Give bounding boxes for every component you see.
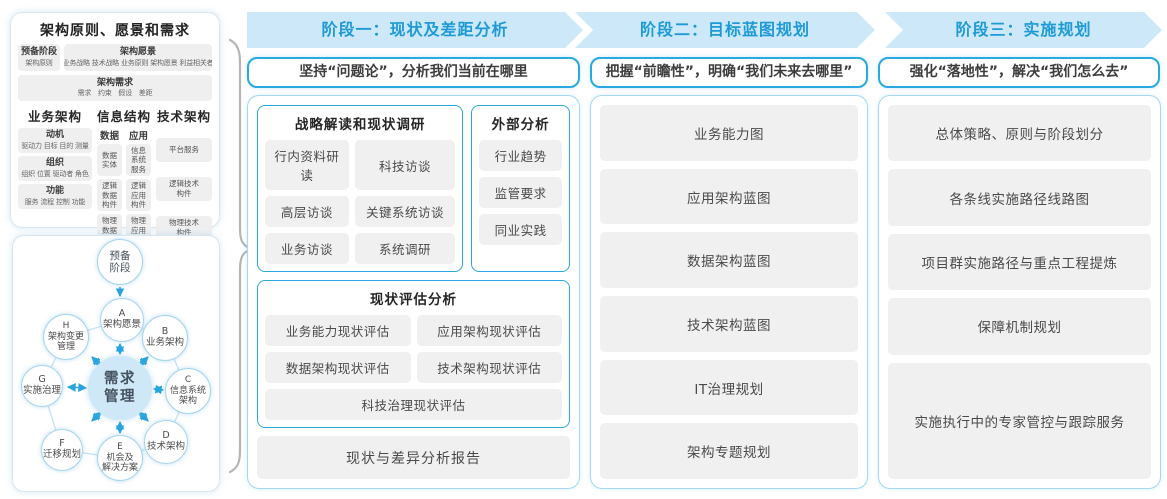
vision-title: 架构愿景 (119, 47, 156, 58)
motivation-title: 动机 (45, 130, 64, 141)
framework-columns: 业务架构 动机 驱动力 目标 目的 测量 组织 组织 位置 驱动者 角色 功能 … (18, 106, 212, 249)
requirements-box: 架构需求 需求 约束 假设 差距 (18, 75, 212, 101)
list-item: 总体策略、原则与阶段划分 (888, 105, 1151, 162)
list-item: 监管要求 (479, 177, 562, 208)
platform-service-box: 平台服务 (156, 137, 212, 162)
list-item: 高层访谈 (265, 196, 349, 227)
list-item: 同业实践 (479, 214, 562, 245)
external-analysis-box: 外部分析 行业趋势 监管要求 同业实践 (471, 105, 570, 272)
function-box: 功能 服务 流程 控制 功能 (18, 184, 92, 209)
list-item: 关键系统访谈 (354, 196, 456, 227)
organization-title: 组织 (45, 158, 64, 169)
phase3-band-title: 阶段三：实施规划 (955, 20, 1092, 39)
logical-tech-box: 逻辑技术 构件 (156, 176, 212, 201)
list-item: 数据架构蓝图 (600, 232, 858, 289)
logical-data-box: 逻辑数据 构件 (97, 179, 122, 212)
adm-node-prep: 预备阶段 (97, 239, 143, 285)
phase1-column: 战略解读和现状调研 行内资料研读 科技访谈 高层访谈 关键系统访谈 业务访谈 系… (247, 95, 580, 489)
gap-analysis-report-box: 现状与差异分析报告 (257, 436, 570, 479)
phase-band-icon (247, 12, 1162, 48)
data-subcolumn: 数据 数据实体 逻辑数据 构件 物理数据 构件 (97, 128, 122, 249)
list-item: 实施执行中的专家管控与跟踪服务 (888, 362, 1151, 479)
requirements-title: 架构需求 (96, 77, 133, 88)
function-title: 功能 (45, 186, 64, 197)
strategy-research-title: 战略解读和现状调研 (294, 117, 426, 133)
business-architecture-column: 业务架构 动机 驱动力 目标 目的 测量 组织 组织 位置 驱动者 角色 功能 … (18, 106, 92, 249)
current-state-evaluation-title: 现状评估分析 (370, 292, 457, 308)
list-item: 行业趋势 (479, 140, 562, 171)
architecture-framework-panel: 架构原则、愿景和需求 预备阶段 架构原则 架构愿景 业务战略 技术战略 业务原则… (10, 12, 220, 290)
phase3-column: 总体策略、原则与阶段划分 各条线实施路径线路图 项目群实施路径与重点工程提炼 保… (878, 95, 1161, 489)
prep-stage-label: 预备阶段 (20, 47, 57, 58)
phase1-band-title: 阶段一：现状及差距分析 (321, 20, 509, 39)
technical-architecture-title: 技术架构 (156, 109, 211, 124)
list-item: 业务能力图 (600, 105, 858, 161)
list-item: 各条线实施路径线路图 (888, 169, 1151, 226)
list-item: 技术架构现状评估 (416, 352, 562, 383)
prep-stage-sub: 架构原则 (25, 58, 53, 67)
technical-architecture-column: 技术架构 平台服务 逻辑技术 构件 物理技术 构件 (156, 106, 212, 249)
phase1-subtitle: 坚持“问题论”，分析我们当前在哪里 (247, 57, 580, 88)
info-system-service-box: 信息系统 服务 (126, 144, 151, 177)
list-item: 行内资料研读 (265, 140, 349, 190)
requirements-sub: 需求 约束 假设 差距 (77, 89, 153, 98)
adm-node-requirements-management: 需求管理 (88, 356, 152, 420)
strategy-research-box: 战略解读和现状调研 行内资料研读 科技访谈 高层访谈 关键系统访谈 业务访谈 系… (257, 105, 464, 272)
information-structure-column: 信息结构 数据 数据实体 逻辑数据 构件 物理数据 (97, 106, 151, 249)
list-item: 架构专题规划 (600, 423, 858, 480)
list-item: IT治理规划 (600, 359, 858, 416)
organization-sub: 组织 位置 驱动者 角色 (21, 169, 89, 178)
logical-app-box: 逻辑应用 构件 (126, 179, 151, 212)
data-entity-box: 数据实体 (97, 144, 122, 177)
framework-row-vision: 预备阶段 架构原则 架构愿景 业务战略 技术战略 业务原则 架构愿景 利益相关者 (18, 44, 212, 71)
list-item: 应用架构蓝图 (600, 168, 858, 225)
business-architecture-title: 业务架构 (27, 109, 82, 124)
phase2-subtitle: 把握“前瞻性”，明确“我们未来去哪里” (590, 57, 868, 88)
vision-sub: 业务战略 技术战略 业务原则 架构愿景 利益相关者 (64, 58, 212, 67)
list-item: 应用架构现状评估 (416, 315, 562, 346)
list-item: 保障机制规划 (888, 298, 1151, 355)
application-subcolumn: 应用 信息系统 服务 逻辑应用 构件 物理应用 构件 (126, 128, 151, 249)
phase2-band-title: 阶段二：目标蓝图规划 (639, 20, 810, 39)
motivation-box: 动机 驱动力 目标 目的 测量 (18, 128, 92, 153)
external-analysis-title: 外部分析 (491, 117, 550, 133)
phase3-subtitle: 强化“落地性”，解决“我们怎么去” (878, 57, 1160, 88)
list-item: 科技访谈 (354, 140, 456, 190)
current-state-evaluation-box: 现状评估分析 业务能力现状评估 应用架构现状评估 数据架构现状评估 技术架构现状… (257, 280, 570, 428)
prep-stage-box: 预备阶段 架构原则 (18, 44, 60, 71)
list-item: 数据架构现状评估 (265, 352, 411, 383)
list-item: 技术架构蓝图 (600, 296, 858, 352)
organization-box: 组织 组织 位置 驱动者 角色 (18, 156, 92, 181)
list-item: 业务访谈 (265, 233, 349, 264)
list-item: 系统调研 (354, 233, 456, 264)
application-subtitle: 应用 (128, 131, 148, 142)
phase2-column: 业务能力图 应用架构蓝图 数据架构蓝图 技术架构蓝图 IT治理规划 架构专题规划 (590, 95, 868, 489)
motivation-sub: 驱动力 目标 目的 测量 (21, 141, 89, 150)
framework-title: 架构原则、愿景和需求 (40, 23, 190, 39)
list-item: 业务能力现状评估 (265, 315, 411, 346)
function-sub: 服务 流程 控制 功能 (24, 197, 86, 206)
information-structure-title: 信息结构 (97, 109, 152, 124)
vision-box: 架构愿景 业务战略 技术战略 业务原则 架构愿景 利益相关者 (64, 44, 212, 71)
data-subtitle: 数据 (99, 131, 119, 142)
list-item: 项目群实施路径与重点工程提炼 (888, 233, 1151, 291)
list-item: 科技治理现状评估 (265, 389, 562, 420)
